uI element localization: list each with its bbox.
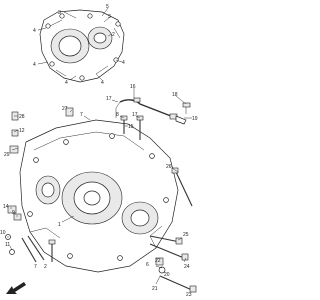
callout-label: 4 [65,80,68,86]
oil-hose-assembly [115,97,187,125]
callout-label: 28 [19,114,25,120]
callout-label: 26 [166,164,172,170]
callout-labels: 3 5 3 4 2 4 4 4 4 16 17 18 19 27 7 8 17 … [0,4,198,298]
upper-crankcase-half [39,9,125,83]
callout-label: 17 [106,96,112,102]
callout-label: 4 [33,62,36,68]
crankcase-exploded-diagram: 3 5 3 4 2 4 4 4 4 16 17 18 19 27 7 8 17 … [0,4,198,298]
callout-label: 21 [152,286,158,292]
callout-label: 11 [5,242,10,248]
callout-label: 4 [122,60,125,66]
callout-label: 29 [4,152,10,158]
callout-label: 10 [0,230,6,236]
callout-label: 6 [146,262,149,268]
screw-19 [182,102,191,114]
callout-label: 15 [128,124,134,130]
callout-label: 9 [12,210,15,216]
callout-label: 7 [34,264,37,270]
callout-label: 4 [101,80,104,86]
callout-label: 4 [33,28,36,34]
callout-label: 1 [58,222,61,228]
callout-label: 19 [192,116,198,122]
callout-label: 20 [164,272,170,278]
callout-label: 25 [183,232,189,238]
front-arrow-icon [6,282,26,294]
callout-label: 23 [186,292,192,298]
callout-label: 3 [58,10,61,16]
callout-label: 2 [44,264,47,270]
callout-label: 18 [172,92,178,98]
callout-label: 2 [112,32,115,38]
callout-label: 17 [132,112,138,118]
callout-label: 24 [184,264,190,270]
callout-label: 27 [62,106,68,112]
callout-label: 3 [108,14,111,20]
callout-label: 14 [3,204,9,210]
callout-label: 22 [155,258,161,264]
lower-left-bolts [21,235,56,263]
callout-label: 7 [80,112,83,118]
callout-label: 5 [106,4,109,10]
callout-label: 12 [19,128,25,134]
callout-label: 16 [130,84,136,90]
lower-crankcase-half [19,119,179,273]
callout-label: 8 [116,112,119,118]
leader-lines [7,7,192,285]
